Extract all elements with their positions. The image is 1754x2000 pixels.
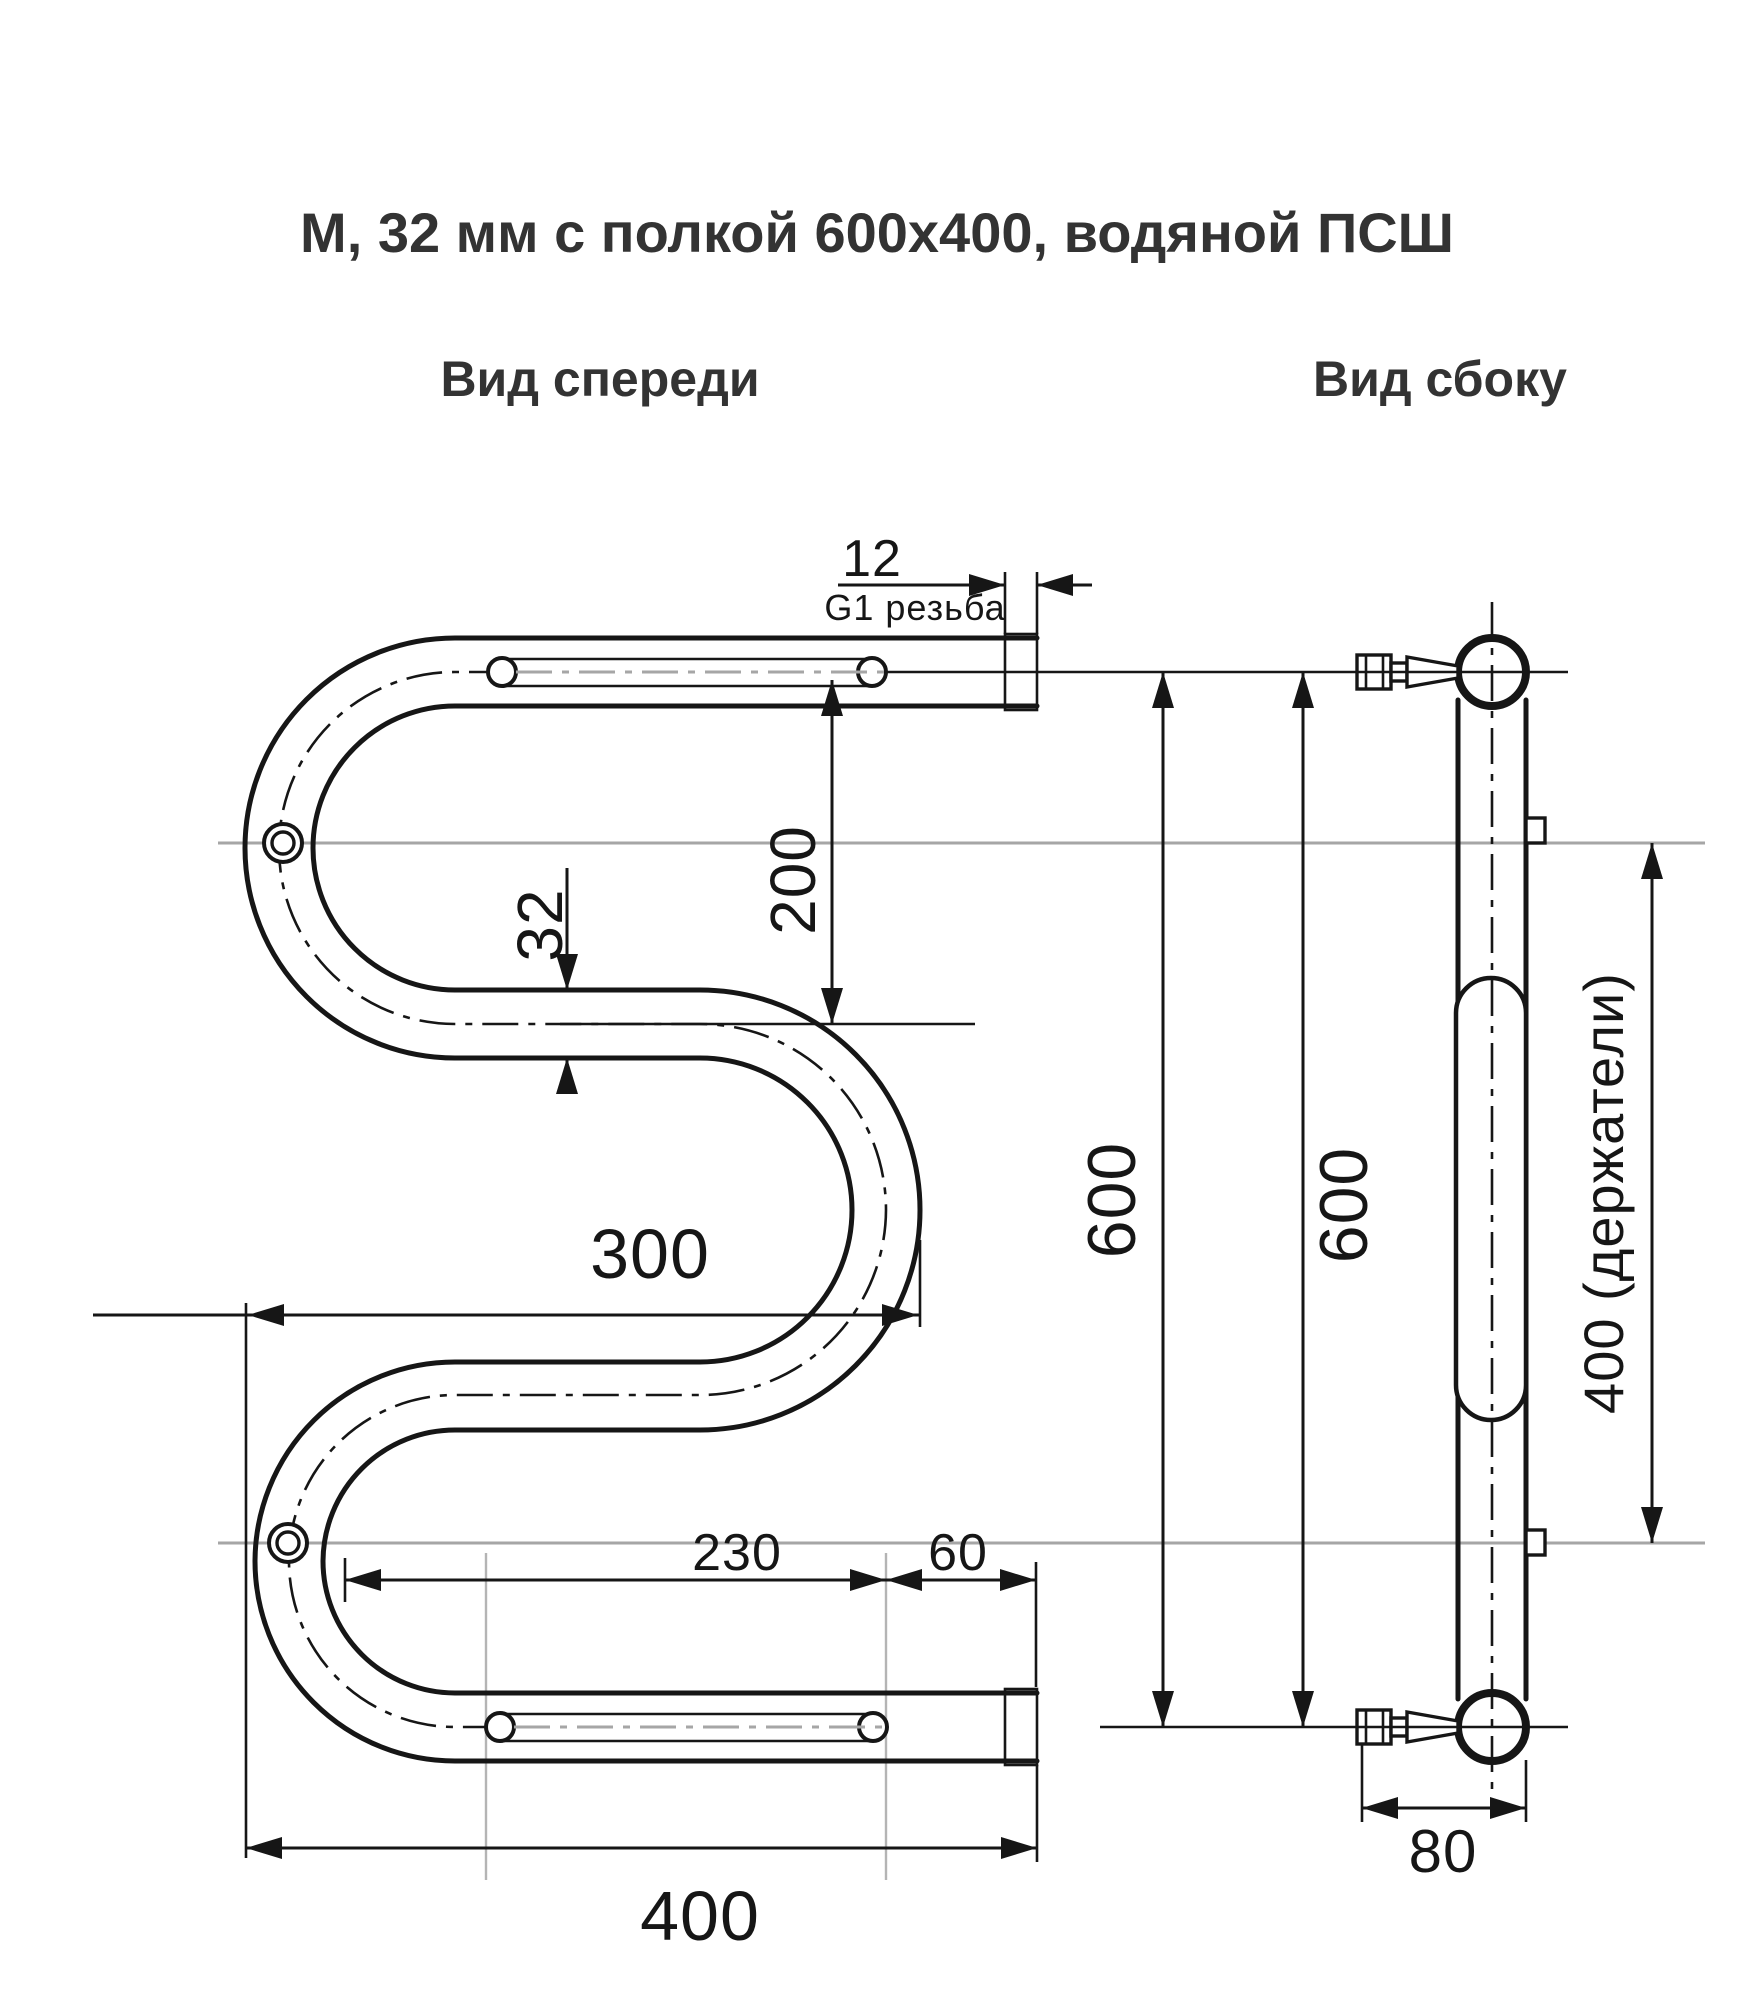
dim-thread-12: 12 G1 резьба <box>824 530 1092 634</box>
dim-12-value: 12 <box>842 530 902 588</box>
side-bracket-bottom <box>1524 1528 1547 1557</box>
dim-80-value: 80 <box>1409 1818 1478 1885</box>
dim-holders-400: 400 (держатели) <box>1572 843 1663 1543</box>
dim-230-value: 230 <box>692 1524 782 1582</box>
dim-400-value: 400 <box>640 1877 760 1955</box>
dim-offset-200: 200 <box>560 680 975 1026</box>
dim-height-600-side: 600 <box>1292 672 1382 1727</box>
dim-shelf-230-60: 230 60 <box>343 1524 1038 1687</box>
front-view <box>242 632 1040 1767</box>
shelf-top <box>486 656 888 688</box>
dimensions: 12 G1 резьба 200 32 300 <box>93 530 1663 1955</box>
dim-width-300: 300 <box>93 1215 922 1858</box>
dim-32-value: 32 <box>504 888 576 961</box>
side-view-label: Вид сбоку <box>1313 351 1567 407</box>
dim-300-value: 300 <box>590 1215 710 1293</box>
side-fitting-bottom <box>1355 1708 1460 1746</box>
dim-height-600-front: 600 <box>1074 672 1174 1727</box>
dim-600-front-value: 600 <box>1074 1142 1150 1258</box>
side-bracket-top <box>1524 816 1547 845</box>
holder-bottom <box>267 1522 309 1564</box>
wall-union-bottom <box>1003 1687 1039 1767</box>
pipe-contour-inner <box>310 703 1040 1696</box>
dim-holders-value: 400 (держатели) <box>1572 972 1635 1414</box>
shelf-bottom-end-left <box>484 1711 516 1743</box>
holder-top <box>262 822 304 864</box>
shelf-top-end-left <box>486 656 518 688</box>
dim-60-value: 60 <box>928 1524 988 1582</box>
shelf-bottom <box>484 1711 889 1743</box>
pipe-contour-outer <box>242 635 1040 1764</box>
dim-thread-note: G1 резьба <box>824 587 1005 628</box>
dim-depth-80: 80 <box>1360 1745 1528 1885</box>
dim-width-400: 400 <box>246 1765 1039 1955</box>
front-view-label: Вид спереди <box>440 351 759 407</box>
side-view <box>1355 602 1547 1800</box>
dim-200-value: 200 <box>757 825 829 935</box>
dim-600-side-value: 600 <box>1306 1147 1382 1263</box>
dim-pipe-32: 32 <box>504 868 578 1094</box>
page-title: М, 32 мм с полкой 600х400, водяной ПСШ <box>300 201 1454 264</box>
